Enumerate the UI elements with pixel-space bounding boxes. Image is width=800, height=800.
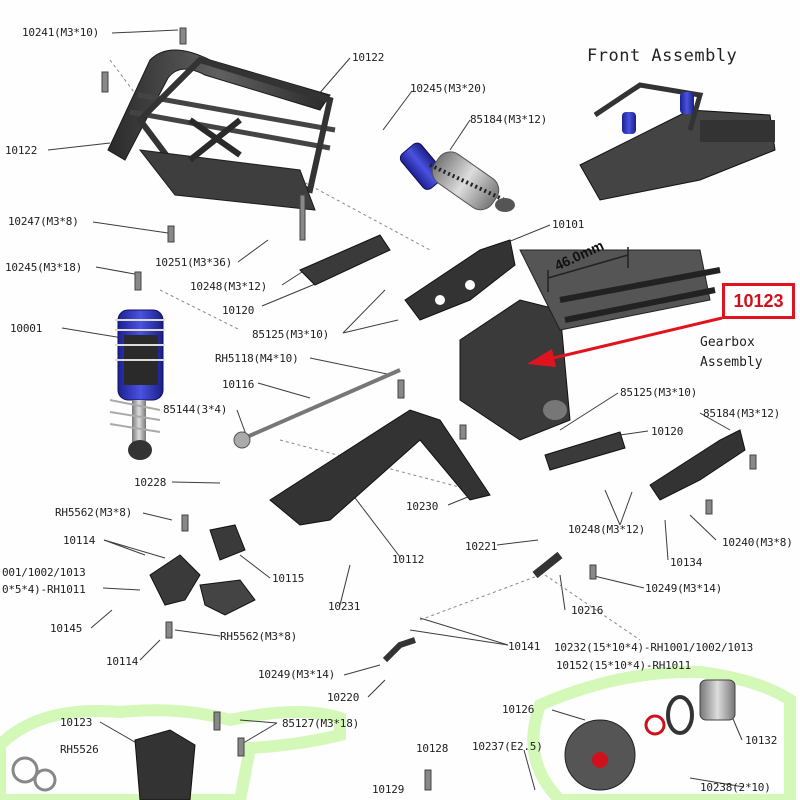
part-label: 10152(15*10*4)-RH1011 bbox=[556, 659, 691, 672]
steering-knuckle-part bbox=[149, 524, 256, 616]
part-label: 10101 bbox=[552, 218, 585, 231]
gearbox-label-line1: Gearbox bbox=[700, 335, 755, 350]
part-label: 10241(M3*10) bbox=[22, 26, 100, 39]
part-label: 10116 bbox=[222, 378, 255, 391]
part-label: 10247(M3*8) bbox=[8, 215, 79, 228]
part-label: 10123 bbox=[60, 716, 93, 729]
part-label: RH5118(M4*10) bbox=[215, 352, 299, 365]
gearbox-assembly-part bbox=[459, 249, 721, 441]
part-label: 10114 bbox=[63, 534, 96, 547]
part-label: 10145 bbox=[50, 622, 83, 635]
part-label: 10001 bbox=[10, 322, 43, 335]
part-label: 0*5*4)-RH1011 bbox=[2, 583, 86, 596]
front-bumper-part bbox=[107, 49, 336, 211]
part-label: 10132 bbox=[745, 734, 778, 747]
part-label: 10128 bbox=[416, 742, 449, 755]
body-mount-part bbox=[649, 429, 746, 501]
part-label: 10248(M3*12) bbox=[568, 523, 646, 536]
part-label: 10220 bbox=[327, 691, 360, 704]
part-label: 85125(M3*10) bbox=[252, 328, 330, 341]
part-label: 10221 bbox=[465, 540, 498, 553]
steering-link-part bbox=[382, 551, 563, 663]
part-label: 10120 bbox=[222, 304, 255, 317]
rear-shock-part bbox=[109, 309, 165, 460]
part-label: 10216 bbox=[571, 604, 604, 617]
part-label: 85144(3*4) bbox=[163, 403, 228, 416]
hinge-pin-holder-part bbox=[299, 234, 626, 471]
screws bbox=[101, 27, 757, 791]
part-label: RH5562(M3*8) bbox=[220, 630, 298, 643]
shock-tower-part bbox=[404, 239, 516, 321]
part-label: 10122 bbox=[352, 51, 385, 64]
part-label: 10249(M3*14) bbox=[258, 668, 336, 681]
part-label: 85125(M3*10) bbox=[620, 386, 698, 399]
part-label: 10122 bbox=[5, 144, 38, 157]
part-label: 10126 bbox=[502, 703, 535, 716]
part-label: 10245(M3*20) bbox=[410, 82, 488, 95]
part-label: 10251(M3*36) bbox=[155, 256, 233, 269]
part-label: 10249(M3*14) bbox=[645, 582, 723, 595]
part-label: 10245(M3*18) bbox=[5, 261, 83, 274]
part-label: 10232(15*10*4)-RH1001/1002/1013 bbox=[554, 641, 754, 654]
highlight-glow bbox=[0, 665, 796, 800]
part-label: 10240(M3*8) bbox=[722, 536, 793, 549]
part-label: 10230 bbox=[406, 500, 439, 513]
part-label: 10228 bbox=[134, 476, 167, 489]
part-label: 10134 bbox=[670, 556, 703, 569]
part-label: RH5526 bbox=[60, 743, 99, 756]
part-label: 10115 bbox=[272, 572, 305, 585]
part-label: 10238(2*10) bbox=[700, 781, 771, 794]
part-label: 10141 bbox=[508, 640, 541, 653]
dimension-line bbox=[547, 247, 629, 292]
part-label: 001/1002/1013 bbox=[2, 566, 86, 579]
lower-arm-part bbox=[269, 409, 491, 526]
gearbox-label-line2: Assembly bbox=[700, 355, 763, 370]
gearbox-assembly-label: Gearbox Assembly bbox=[700, 333, 763, 373]
gear-parts bbox=[11, 679, 736, 800]
part-label: 85127(M3*18) bbox=[282, 717, 360, 730]
part-label: 10112 bbox=[392, 553, 425, 566]
part-label: 10248(M3*12) bbox=[190, 280, 268, 293]
part-label: 10231 bbox=[328, 600, 361, 613]
driveshaft-part bbox=[233, 368, 401, 449]
part-label: 10129 bbox=[372, 783, 405, 796]
leader-lines bbox=[47, 29, 745, 791]
part-label: 10120 bbox=[651, 425, 684, 438]
callout-box: 10123 bbox=[722, 283, 795, 319]
part-label: RH5562(M3*8) bbox=[55, 506, 133, 519]
front-assembly-thumbnail bbox=[579, 82, 776, 201]
callout-part-number: 10123 bbox=[733, 290, 784, 311]
part-label: 10237(E2.5) bbox=[472, 740, 543, 753]
part-label: 85184(M3*12) bbox=[703, 407, 781, 420]
front-assembly-title: Front Assembly bbox=[587, 46, 738, 66]
part-label: 85184(M3*12) bbox=[470, 113, 548, 126]
part-label: 10114 bbox=[106, 655, 139, 668]
front-shock-part bbox=[399, 142, 516, 212]
callout-arrow bbox=[527, 316, 723, 367]
